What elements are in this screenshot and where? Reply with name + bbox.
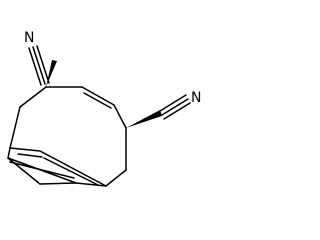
ring-bond-7 [9,106,21,149]
nitrile-bond-right-3 [163,102,191,120]
wedge-bond-right [126,110,162,128]
ring-bond-8 [39,182,77,185]
nitrile-bond-upper-3 [28,47,42,86]
ring-double-bond-inner [83,92,112,109]
nitrogen-atom-right: N [191,90,201,106]
nitrile-bond-right-2 [159,94,187,112]
nitrogen-atom-upper: N [24,30,34,46]
benzene-ring [7,147,107,187]
ring-bond-2 [81,86,115,106]
nitrile-bond-upper-1 [32,46,46,85]
benzene-bond-inner-2 [43,157,99,186]
ring-bond-9 [7,157,41,185]
nitrile-bond-upper-2 [36,45,50,84]
ring-bond-6 [19,86,47,108]
benzene-bond-inner-1 [17,153,43,158]
molecule-diagram: N N [7,30,201,187]
wedge-bond-upper [46,60,57,87]
ring-bond-3 [113,104,127,129]
nitrile-bond-right-1 [161,98,189,116]
ring-bond-5 [105,169,127,187]
benzene-bond-inner-3 [9,161,75,179]
